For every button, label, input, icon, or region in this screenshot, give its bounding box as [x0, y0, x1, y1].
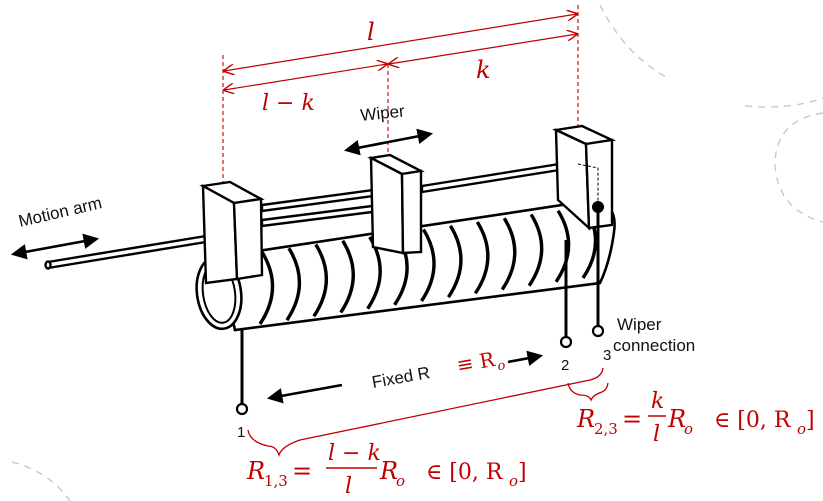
svg-text:o: o [509, 472, 518, 490]
coil-turn [527, 213, 544, 287]
svg-text:=: = [292, 457, 312, 485]
svg-text:o: o [684, 420, 693, 438]
terminal-1-label: 1 [237, 424, 245, 441]
decor-arc-right-horizontal [744, 97, 823, 108]
terminal-3-label: 3 [603, 347, 611, 364]
motion-arm-rod [46, 232, 220, 270]
motion-arm-rod-tip [44, 260, 52, 270]
svg-text:k: k [651, 389, 664, 414]
dim-lk-arrow [224, 64, 387, 90]
fixed-r-left-arrow [266, 383, 343, 404]
svg-text:R: R [246, 457, 265, 485]
coil-turn [447, 224, 463, 299]
svg-text:o: o [797, 420, 806, 438]
dim-k-label: k [476, 56, 491, 84]
formula-r13: R 1,3 = l − k l R o ∈ [0, R o ] [246, 441, 527, 499]
svg-text:R: R [576, 405, 595, 433]
svg-text:l: l [345, 474, 352, 499]
svg-text:R: R [667, 405, 686, 433]
coil-turn [339, 239, 355, 314]
coil-turn [420, 228, 436, 302]
right-guide-rod [420, 159, 580, 194]
coil-windings [258, 206, 598, 325]
coil-turn [258, 251, 275, 325]
terminals [235, 201, 605, 416]
wiper-label: Wiper [359, 101, 405, 125]
brace-r23 [567, 382, 609, 402]
wiper-contact-dot [592, 201, 604, 213]
braces [247, 367, 609, 458]
svg-text:o: o [396, 472, 405, 490]
terminal-3-pin[interactable] [591, 324, 605, 338]
terminal-2-pin[interactable] [559, 335, 573, 349]
decorative-dashes [11, 4, 823, 501]
svg-text:≡ R: ≡ R [455, 347, 498, 377]
motion-arm-label: Motion arm [17, 193, 104, 231]
wiper-block [367, 153, 425, 255]
fixed-r-label: Fixed R [370, 363, 431, 392]
motion-arm-arrow [10, 233, 100, 260]
wiper-connection-label-1: Wiper [617, 315, 662, 334]
svg-text:∈ [0, R: ∈ [0, R [714, 408, 792, 433]
coil-turn [312, 243, 329, 318]
svg-text:1,3: 1,3 [264, 472, 288, 490]
coil-turn [554, 209, 571, 283]
svg-text:l − k: l − k [328, 441, 381, 466]
svg-text:]: ] [518, 460, 527, 485]
decor-arc-top-right [599, 4, 669, 79]
coil-turn [285, 247, 302, 322]
svg-text:]: ] [806, 408, 815, 433]
terminal-1-pin[interactable] [235, 402, 249, 416]
brace-r13 [247, 367, 604, 458]
dimension-arrows [224, 14, 577, 90]
dim-l-label: l [367, 18, 375, 46]
coil-turn [500, 217, 517, 291]
svg-text:l: l [653, 422, 660, 447]
svg-text:2,3: 2,3 [594, 420, 618, 438]
wiper-motion-arrow [343, 128, 434, 156]
right-end-block [551, 124, 617, 231]
dim-lk-label: l − k [262, 91, 315, 116]
terminal-2-label: 2 [561, 357, 569, 374]
wiper-connection-label-2: connection [613, 336, 695, 355]
svg-text:=: = [622, 405, 642, 433]
dim-k-arrow [389, 34, 577, 64]
fixed-r-equiv: ≡ R o [455, 347, 507, 377]
fixed-r-right-arrow [507, 350, 544, 366]
decor-arc-right-circle [774, 112, 823, 223]
svg-text:o: o [496, 358, 506, 374]
svg-text:∈ [0, R: ∈ [0, R [426, 460, 504, 485]
left-end-block [199, 180, 265, 285]
formula-r23: R 2,3 = k l R o ∈ [0, R o ] [576, 389, 815, 447]
coil-turn [473, 221, 490, 295]
svg-text:R: R [379, 457, 398, 485]
decor-arc-bottom-left [11, 461, 71, 501]
